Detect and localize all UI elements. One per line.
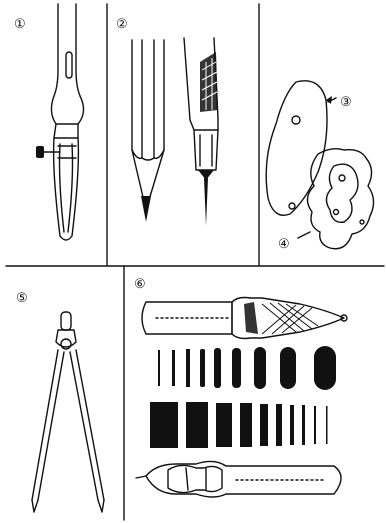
lower-pen-nib-drawing [136,461,341,497]
french-curve-drawing [266,81,336,215]
panel-5: ⑤ [16,291,104,512]
panel-6: ⑥ [134,277,347,497]
panel-5-label: ⑤ [16,291,28,306]
panel-6-label: ⑥ [134,277,146,292]
panel-2: ② [116,17,218,226]
panel-2-label: ② [116,17,128,32]
panel-1-label: ① [14,17,26,32]
line-weight-row-thick-to-thin [150,402,328,448]
dividers-drawing [32,312,104,512]
ruling-pen-drawing [36,4,84,240]
upper-pen-nib-drawing [142,298,347,339]
irregular-curve-drawing [298,149,374,249]
panel-3-label: ③ [340,95,352,110]
line-weight-row-thin-to-thick [158,346,336,390]
crow-quill-pen-drawing [184,38,218,226]
panel-1: ① [14,4,84,240]
panel-4-label: ④ [278,237,290,252]
panel-3-4: ③ ④ [266,81,373,252]
pencil-drawing [132,40,164,222]
